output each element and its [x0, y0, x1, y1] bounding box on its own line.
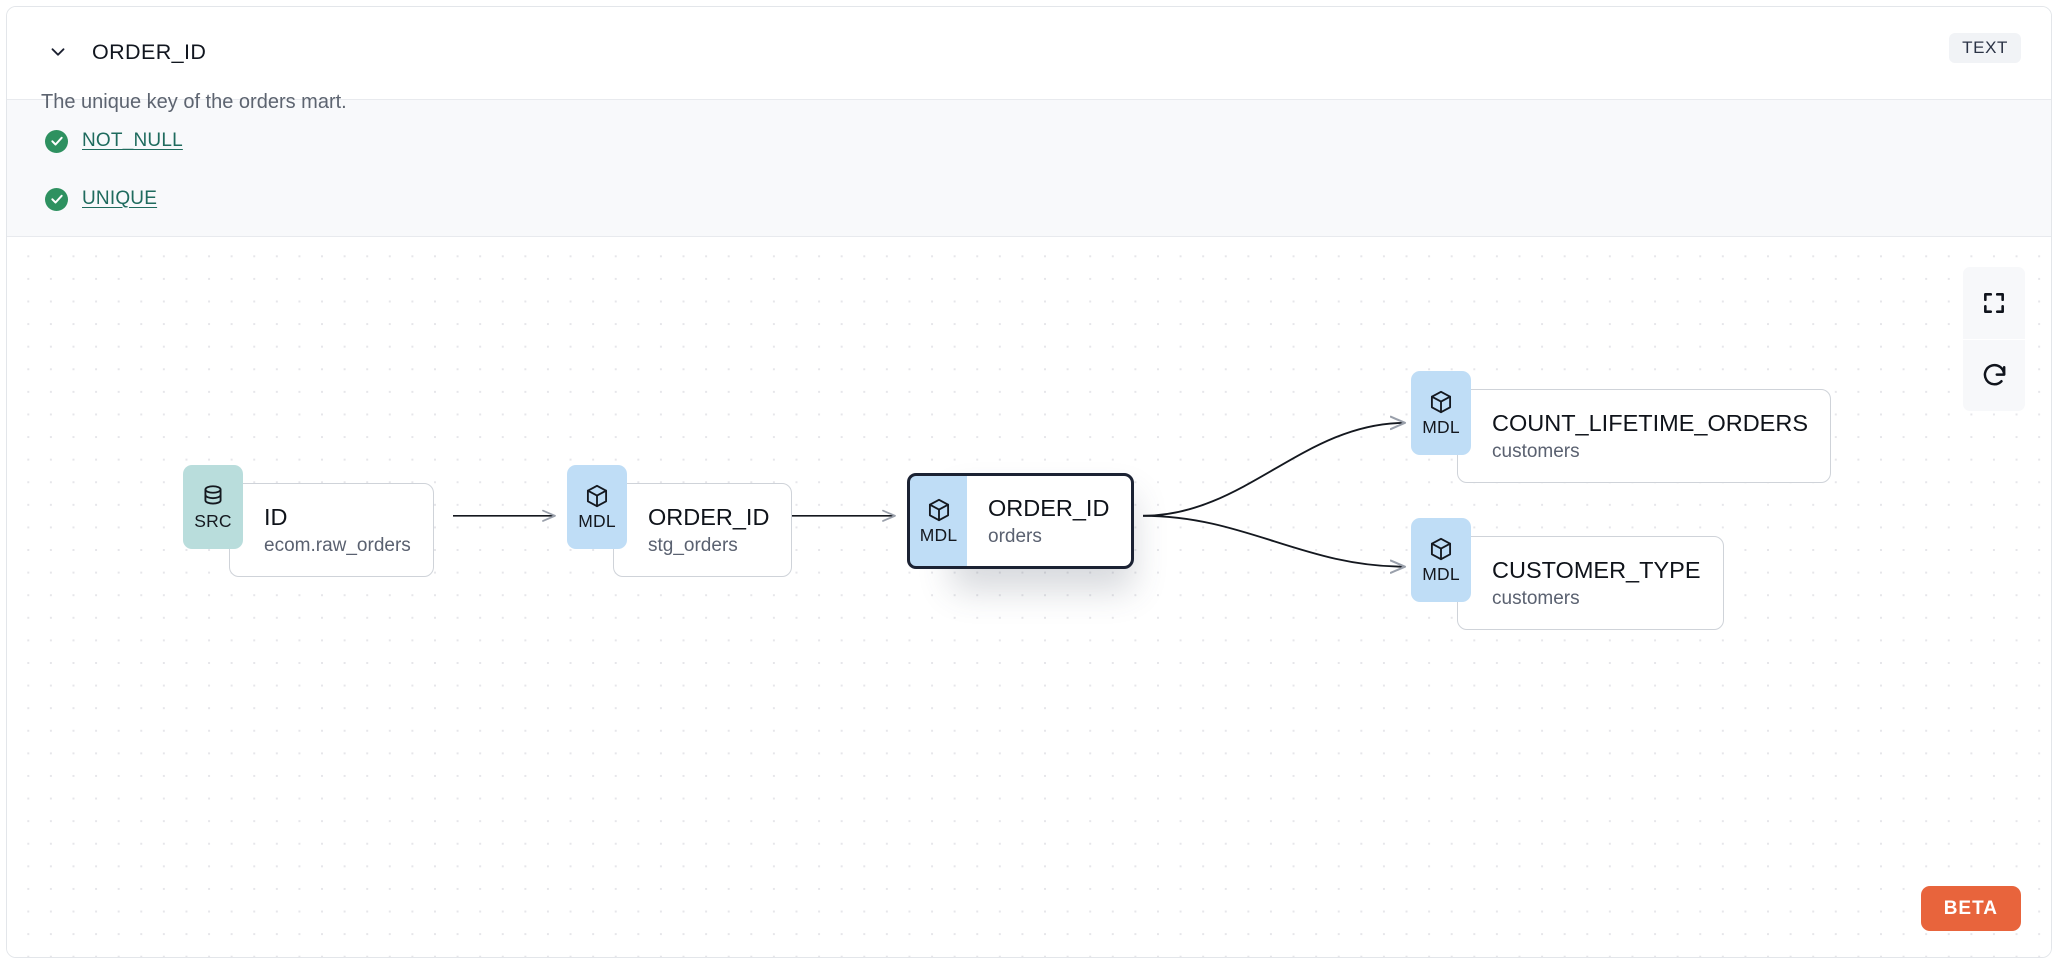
node-body: ORDER_ID stg_orders: [613, 483, 793, 577]
fit-view-button[interactable]: [1963, 267, 2025, 339]
lineage-edges: [453, 237, 2051, 957]
edge-orders-to-customer-type: [1142, 514, 1405, 567]
column-detail-card: ORDER_ID TEXT The unique key of the orde…: [6, 6, 2052, 958]
canvas-controls: [1963, 267, 2025, 411]
test-row: NOT_NULL: [45, 120, 2051, 162]
node-name: ID: [264, 503, 288, 530]
node-source: orders: [988, 525, 1042, 547]
lineage-node-count-lifetime-orders[interactable]: MDL COUNT_LIFETIME_ORDERS customers: [1411, 371, 1831, 483]
header-title-row: ORDER_ID: [41, 35, 206, 69]
lineage-canvas[interactable]: SRC ID ecom.raw_orders MDL ORDER_ID stg_…: [7, 237, 2051, 957]
chevron-down-icon[interactable]: [41, 35, 75, 69]
node-source: customers: [1492, 440, 1580, 462]
check-circle-icon: [45, 129, 68, 153]
refresh-icon: [1983, 363, 2005, 386]
node-name: COUNT_LIFETIME_ORDERS: [1492, 409, 1808, 436]
node-body: ID ecom.raw_orders: [229, 483, 434, 577]
node-name: ORDER_ID: [648, 503, 770, 530]
cube-icon: [928, 499, 949, 522]
lineage-node-stg-order-id[interactable]: MDL ORDER_ID stg_orders: [567, 465, 793, 577]
node-type-badge: MDL: [1411, 518, 1471, 602]
tests-section: NOT_NULL UNIQUE: [7, 99, 2051, 237]
node-badge-label: MDL: [1422, 564, 1460, 585]
fullscreen-icon: [1984, 293, 2004, 313]
node-name: ORDER_ID: [988, 494, 1110, 521]
test-link-unique[interactable]: UNIQUE: [82, 188, 158, 209]
node-type-badge: SRC: [183, 465, 243, 549]
node-body: COUNT_LIFETIME_ORDERS customers: [1457, 389, 1831, 483]
node-badge-label: SRC: [194, 511, 232, 532]
edge-orders-to-count-lifetime-orders: [1142, 423, 1405, 517]
test-row: UNIQUE: [45, 178, 2051, 220]
data-type-badge: TEXT: [1949, 33, 2021, 63]
node-type-badge: MDL: [1411, 371, 1471, 455]
node-badge-label: MDL: [919, 525, 958, 546]
node-badge-label: MDL: [578, 511, 616, 532]
node-source: customers: [1492, 587, 1580, 609]
page-title: ORDER_ID: [92, 39, 207, 64]
lineage-node-orders-order-id[interactable]: MDL ORDER_ID orders: [907, 465, 1135, 577]
cube-icon: [1430, 391, 1452, 414]
node-source: ecom.raw_orders: [264, 534, 411, 556]
database-icon: [204, 485, 222, 505]
reset-button[interactable]: [1963, 339, 2025, 411]
lineage-node-src-id[interactable]: SRC ID ecom.raw_orders: [183, 465, 434, 577]
column-description: The unique key of the orders mart.: [41, 91, 347, 113]
node-body: ORDER_ID orders: [951, 473, 1135, 569]
check-circle-icon: [45, 187, 68, 211]
node-body: CUSTOMER_TYPE customers: [1457, 536, 1724, 630]
cube-icon: [1430, 538, 1452, 561]
card-header: ORDER_ID TEXT The unique key of the orde…: [7, 7, 2051, 113]
beta-badge[interactable]: BETA: [1920, 886, 2021, 931]
node-source: stg_orders: [648, 534, 738, 556]
lineage-node-customer-type[interactable]: MDL CUSTOMER_TYPE customers: [1411, 518, 1724, 630]
node-badge-label: MDL: [1422, 417, 1460, 438]
node-name: CUSTOMER_TYPE: [1492, 556, 1701, 583]
node-type-badge: MDL: [567, 465, 627, 549]
cube-icon: [586, 485, 608, 508]
node-type-badge: MDL: [907, 473, 967, 569]
test-link-not-null[interactable]: NOT_NULL: [82, 130, 183, 151]
